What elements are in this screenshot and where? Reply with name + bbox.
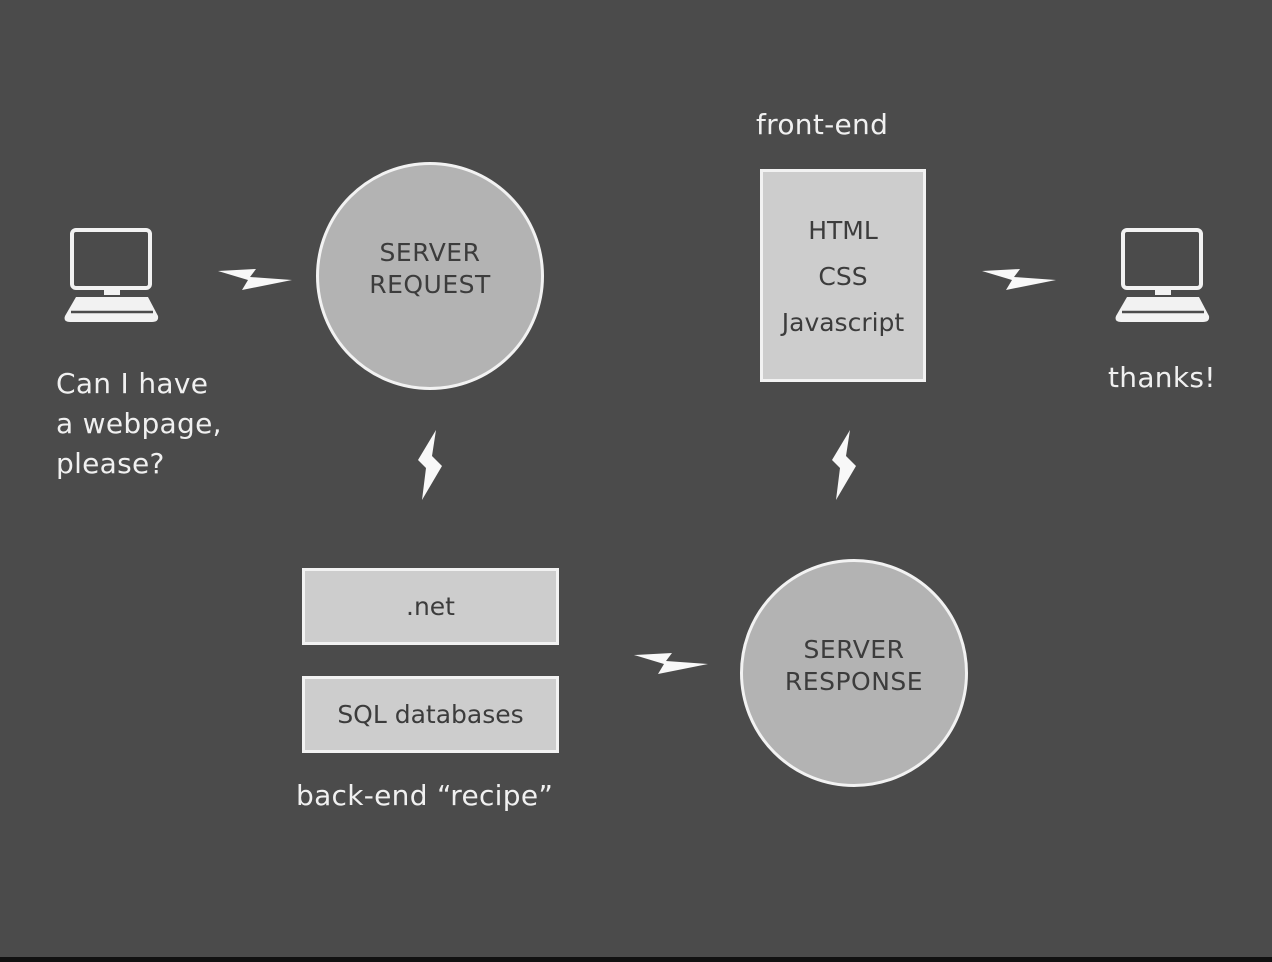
question-line: a webpage, [56,407,222,440]
lightning-bolt-icon [982,269,1056,290]
server-request-label: SERVER [379,238,481,267]
client-question: Can I have a webpage, please? [56,364,222,484]
front-end-box: HTML CSS Javascript [760,169,926,382]
back-end-box-sql: SQL databases [302,676,559,753]
server-request-node: SERVER REQUEST [316,162,544,390]
server-response-node: SERVER RESPONSE [740,559,968,787]
question-line: please? [56,447,165,480]
lightning-bolt-icon [832,430,856,500]
front-end-item: CSS [818,262,868,291]
bottom-bar [0,957,1272,962]
client-reply: thanks! [1108,361,1216,394]
server-request-label: REQUEST [369,270,491,299]
server-response-label: RESPONSE [784,667,924,696]
computer-icon-left [64,228,159,322]
lightning-bolt-icon [418,430,442,500]
lightning-bolt-icon [634,653,708,674]
question-line: Can I have [56,367,209,400]
back-end-box-net: .net [302,568,559,645]
front-end-title: front-end [756,108,889,141]
front-end-item: HTML [808,216,878,245]
front-end-item: Javascript [781,308,905,337]
back-end-caption: back-end “recipe” [296,779,554,812]
server-response-label: SERVER [803,635,905,664]
computer-icon-right [1115,228,1210,322]
lightning-bolt-icon [218,269,292,290]
